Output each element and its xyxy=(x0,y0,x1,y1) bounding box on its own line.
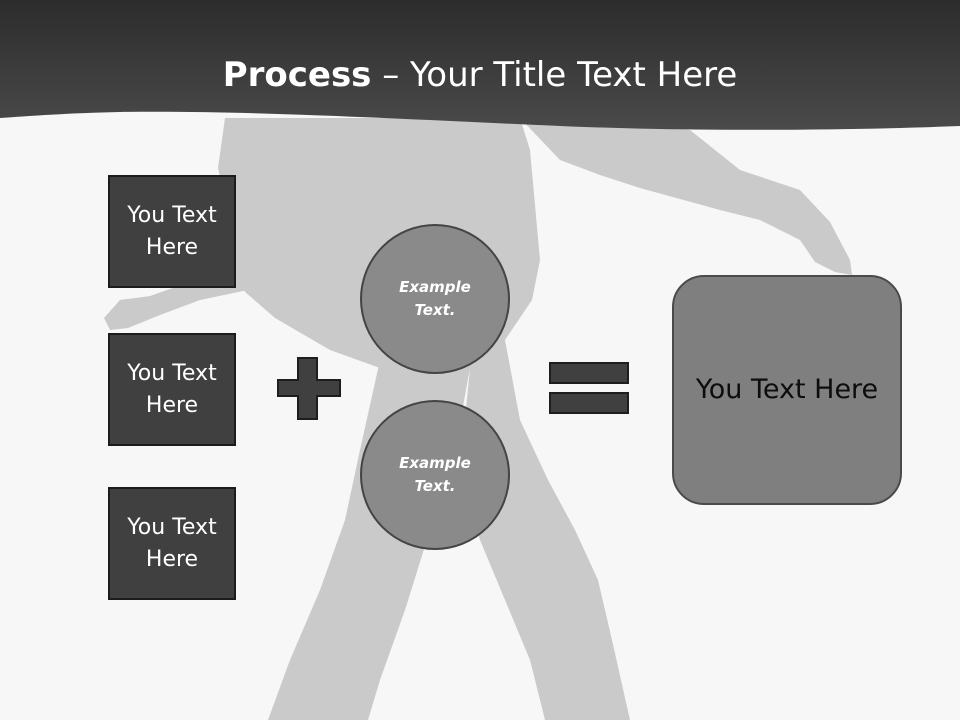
text-box-2[interactable]: You Text Here xyxy=(108,333,236,446)
title-bold: Process xyxy=(222,55,372,95)
plus-icon xyxy=(277,357,341,420)
example-circle-1[interactable]: Example Text. xyxy=(360,224,510,374)
example-circle-2[interactable]: Example Text. xyxy=(360,400,510,550)
result-box[interactable]: You Text Here xyxy=(672,275,902,505)
text-box-1[interactable]: You Text Here xyxy=(108,175,236,288)
slide-title: Process – Your Title Text Here xyxy=(0,52,960,98)
title-rest: – Your Title Text Here xyxy=(371,55,738,95)
title-banner xyxy=(0,0,960,130)
equals-icon xyxy=(549,362,629,414)
text-box-3[interactable]: You Text Here xyxy=(108,487,236,600)
